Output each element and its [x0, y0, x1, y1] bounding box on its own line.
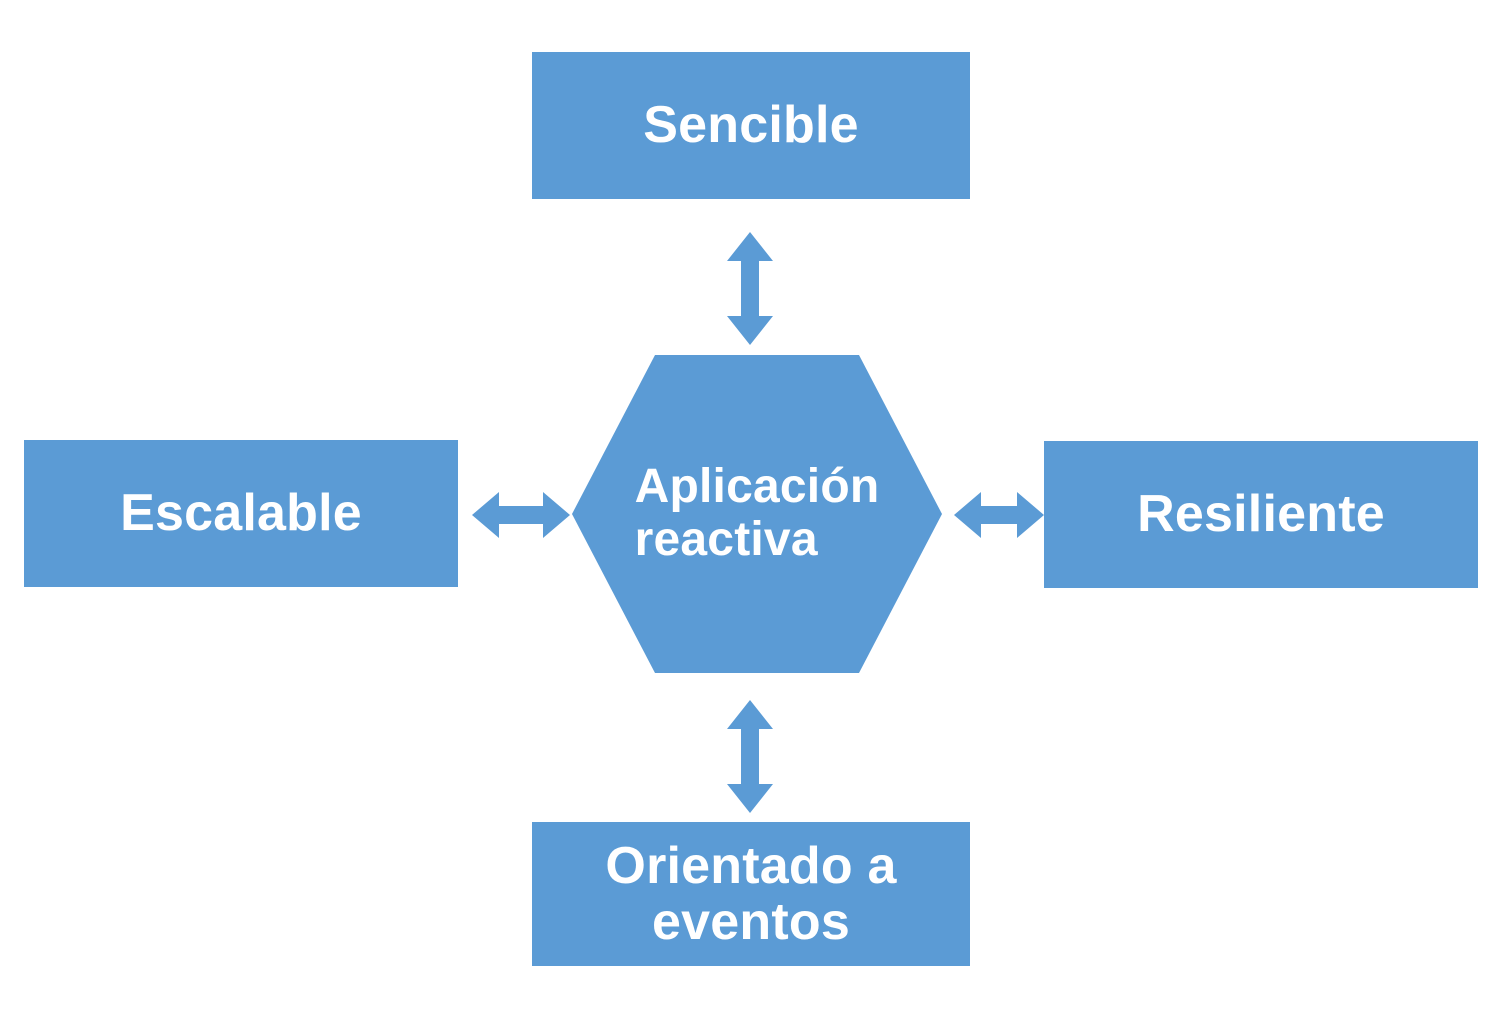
node-resiliente-label: Resiliente [1137, 485, 1385, 544]
node-orientado-a-eventos[interactable]: Orientado a eventos [532, 822, 970, 966]
arrow-escalable-to-center [472, 492, 570, 538]
node-resiliente[interactable]: Resiliente [1044, 441, 1478, 588]
node-orientado-a-eventos-label: Orientado a eventos [605, 836, 897, 951]
node-aplicacion-reactiva[interactable]: Aplicación reactiva [572, 355, 942, 673]
node-aplicacion-reactiva-label: Aplicación reactiva [634, 460, 880, 566]
arrow-center-to-sencible [727, 232, 773, 345]
node-sencible[interactable]: Sencible [532, 52, 970, 199]
arrow-center-to-orientado-a-eventos [727, 700, 773, 813]
node-escalable-label: Escalable [120, 484, 362, 543]
hexagon-shape [572, 355, 942, 673]
node-sencible-label: Sencible [643, 96, 859, 155]
node-escalable[interactable]: Escalable [24, 440, 458, 587]
arrow-center-to-resiliente [954, 492, 1044, 538]
